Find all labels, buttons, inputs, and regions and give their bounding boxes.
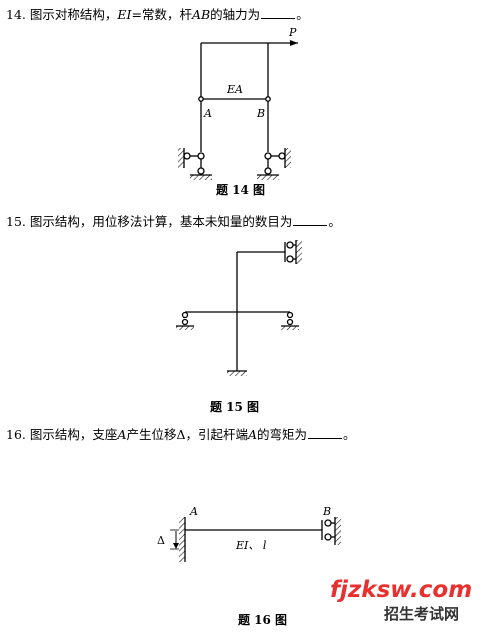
support-hinge [264, 152, 272, 160]
wall-hatch [178, 148, 184, 168]
support-hinge [197, 152, 205, 160]
label-p: P [288, 26, 297, 39]
symbol-a: A [117, 427, 127, 442]
question-number: 16. [6, 427, 26, 442]
question-16: 16.图示结构，支座A产生位移Δ，引起杆端A的弯矩为。 [6, 424, 356, 443]
support-hinge [286, 241, 294, 249]
label-b: B [256, 107, 265, 120]
label-a: A [203, 107, 212, 120]
symbol-a: A [247, 427, 257, 442]
arrow-head [290, 40, 298, 46]
answer-blank [308, 427, 343, 439]
ground-hatch [190, 175, 212, 180]
question-text: 的轴力为 [210, 7, 261, 22]
support-hinge [183, 152, 191, 160]
hinge-b [265, 96, 271, 102]
support-hinge [181, 311, 189, 319]
figure-15 [176, 240, 302, 376]
hinge-a [198, 96, 204, 102]
figure-16 [170, 517, 341, 562]
question-number: 14. [6, 7, 26, 22]
support-hinge [197, 167, 205, 175]
question-text: 。 [343, 427, 356, 442]
watermark: fjzksw.com 招生考试网 [330, 577, 472, 623]
figure-caption-16: 题 16 图 [238, 613, 288, 627]
symbol-ei: EI [117, 7, 132, 22]
wall-hatch [179, 517, 185, 562]
support-hinge [286, 311, 294, 319]
arrow-head [173, 543, 179, 549]
watermark-domain: fjzksw.com [330, 577, 472, 603]
label-ei-l: EI、 l [235, 539, 267, 552]
figure-caption-14: 题 14 图 [216, 183, 266, 197]
ground-hatch [257, 175, 279, 180]
question-text: 图示对称结构， [29, 7, 118, 22]
support-hinge [278, 152, 286, 160]
support-hinge [286, 255, 294, 263]
symbol-ab: AB [191, 7, 211, 22]
question-text: =常数，杆 [131, 7, 192, 22]
watermark-tagline: 招生考试网 [384, 605, 459, 623]
label-a: A [189, 505, 198, 518]
support-hinge [264, 167, 272, 175]
figure-caption-15: 题 15 图 [210, 400, 260, 414]
question-15: 15.图示结构，用位移法计算，基本未知量的数目为 。 [6, 211, 341, 230]
ground-hatch [176, 326, 194, 330]
question-text: 图示结构，用位移法计算，基本未知量的数目为 [29, 214, 293, 229]
label-ea: EA [226, 83, 243, 96]
question-number: 15. [6, 214, 26, 229]
question-text: 产生位移Δ，引起杆端 [126, 427, 248, 442]
question-text: 的弯矩为 [257, 427, 308, 442]
wall-hatch [335, 517, 341, 545]
question-text: 。 [296, 7, 309, 22]
wall-hatch [285, 148, 291, 168]
question-text: 图示结构，支座 [29, 427, 118, 442]
answer-blank [261, 7, 296, 19]
wall-hatch [296, 240, 302, 264]
support-hinge [324, 519, 332, 527]
answer-blank [293, 214, 328, 226]
label-b: B [322, 505, 331, 518]
support-hinge [324, 533, 332, 541]
figure-14 [178, 40, 298, 180]
question-14: 14.图示对称结构，EI=常数，杆AB的轴力为 。 [6, 4, 309, 23]
question-text: 。 [328, 214, 341, 229]
label-delta: Δ [157, 534, 165, 547]
ground-hatch [281, 326, 299, 330]
ground-hatch [227, 371, 247, 376]
support-hinge [286, 318, 294, 326]
support-hinge [181, 318, 189, 326]
